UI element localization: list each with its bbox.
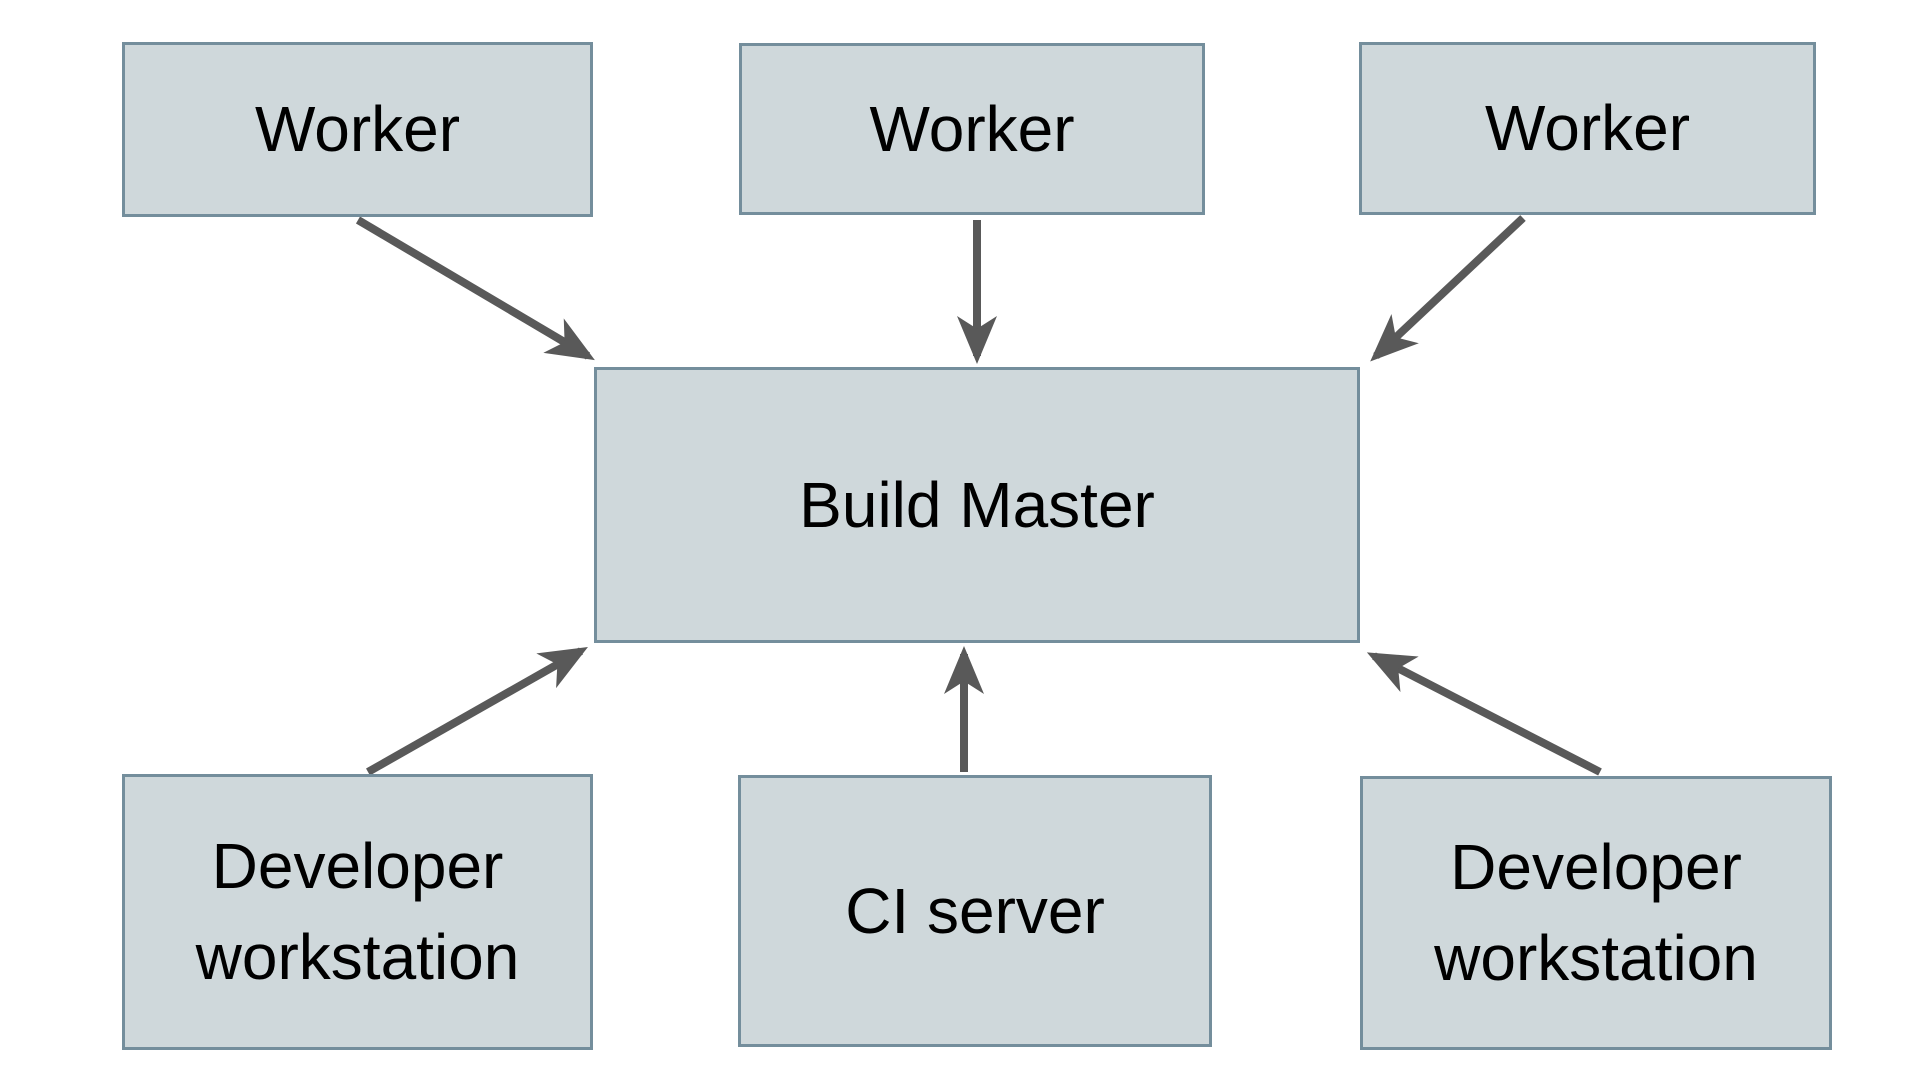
node-worker-3: Worker (1359, 42, 1816, 215)
edge-dev-workstation-2-to-build-master (1366, 652, 1602, 776)
node-worker-1-label: Worker (254, 93, 461, 166)
edge-dev-workstation-1-to-build-master (366, 647, 588, 776)
node-worker-2: Worker (739, 43, 1205, 215)
node-worker-3-label: Worker (1484, 92, 1691, 165)
node-build-master-label: Build Master (799, 468, 1155, 541)
edge-worker-3-to-build-master (1370, 215, 1526, 362)
node-developer-workstation-2: Developer workstation (1360, 776, 1832, 1050)
edge-worker-1-to-build-master (355, 216, 595, 361)
node-ci-server: CI server (738, 775, 1212, 1047)
node-build-master: Build Master (594, 367, 1360, 643)
node-developer-workstation-2-label: Developer workstation (1434, 831, 1758, 994)
node-developer-workstation-1-label: Developer workstation (195, 830, 520, 993)
node-worker-1: Worker (122, 42, 593, 217)
node-developer-workstation-1: Developer workstation (122, 774, 593, 1050)
node-ci-server-label: CI server (845, 874, 1105, 947)
node-worker-2-label: Worker (869, 92, 1075, 165)
